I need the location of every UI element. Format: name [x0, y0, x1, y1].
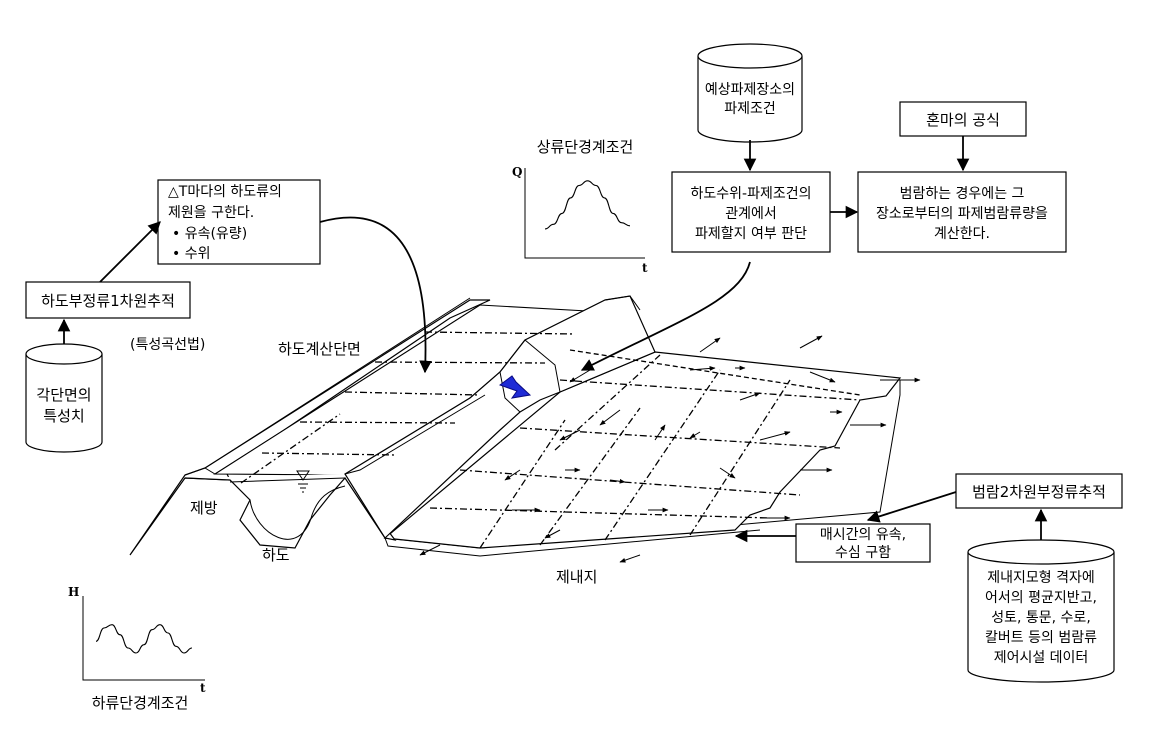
box-honma: 혼마의 공식 [899, 101, 1027, 137]
honma-label: 혼마의 공식 [926, 111, 1000, 129]
cylinder-floodplain-data: 제내지모형 격자에 어서의 평균지반고, 성토, 통문, 수로, 칼버트 등의 … [967, 539, 1115, 683]
channel-section-label: 하도계산단면 [278, 340, 361, 358]
downstream-series-line [95, 624, 193, 654]
overflow-calc-line-2: 장소로부터의 파제범람류량을 [876, 206, 1048, 222]
terrain-illustration [129, 295, 921, 563]
break-judgement-line-2: 관계에서 [725, 206, 777, 222]
channel-params-line-3: • 유속(유량) [172, 226, 247, 242]
downstream-t-axis-label: t [200, 681, 206, 695]
box-channel-params: △T마다의 하도류의 제원을 구한다. • 유속(유량) • 수위 [157, 179, 321, 265]
floodplain-label: 제내지 [556, 568, 597, 586]
break-judgement-line-1: 하도수위-파제조건의 [691, 186, 812, 202]
downstream-axes [82, 596, 205, 681]
velocity-depth-line-2: 수심 구함 [835, 545, 891, 561]
box-two-dim-tracking: 범람2차원부정류추적 [955, 473, 1123, 509]
downstream-boundary-chart: H t 하류단경계조건 [68, 585, 206, 712]
cylinder-break-site: 예상파제장소의 파제조건 [697, 43, 803, 143]
water-level-symbol [296, 470, 310, 493]
upstream-series-line [544, 180, 631, 230]
break-site-line-1: 예상파제장소의 [705, 82, 795, 98]
levee-label: 제방 [190, 499, 218, 517]
floodplain-data-line-3: 성토, 통문, 수로, [991, 610, 1091, 626]
floodplain-flow-arrows [419, 335, 921, 563]
breach-flow-arrow [498, 375, 532, 399]
downstream-chart-title: 하류단경계조건 [92, 694, 189, 712]
channel-params-line-2: 제원을 구한다. [168, 205, 254, 221]
river-label: 하도 [262, 546, 290, 564]
box-overflow-calc: 범람하는 경우에는 그 장소로부터의 파제범람류량을 계산한다. [857, 171, 1067, 253]
floodplain-data-line-5: 제어시설 데이터 [994, 650, 1089, 666]
break-site-line-2: 파제조건 [724, 101, 776, 117]
downstream-h-axis-label: H [68, 585, 79, 599]
box-break-judgement: 하도수위-파제조건의 관계에서 파제할지 여부 판단 [671, 171, 831, 253]
char-method-label: (특성곡선법) [130, 337, 205, 353]
box-velocity-depth: 매시간의 유속, 수심 구함 [795, 523, 931, 563]
upstream-axes [524, 168, 645, 259]
floodplain-plate [383, 351, 902, 549]
box-one-dim-tracking: 하도부정류1차원추적 [25, 281, 191, 319]
floodplain-data-line-2: 어서의 평균지반고, [985, 590, 1097, 606]
two-dim-tracking-label: 범람2차원부정류추적 [972, 483, 1106, 501]
cylinder-cross-section: 각단면의 특성치 [25, 343, 103, 453]
velocity-depth-line-1: 매시간의 유속, [820, 527, 906, 543]
connector-arrows [57, 136, 1048, 543]
overflow-calc-line-3: 계산한다. [934, 226, 990, 242]
break-judgement-line-3: 파제할지 여부 판단 [695, 226, 807, 242]
upstream-t-axis-label: t [642, 261, 648, 275]
upstream-chart-title: 상류단경계조건 [537, 138, 634, 156]
floodplain-data-line-1: 제내지모형 격자에 [987, 570, 1095, 586]
floodplain-data-line-4: 칼버트 등의 범람류 [985, 630, 1097, 646]
channel-params-line-4: • 수위 [172, 246, 210, 262]
one-dim-tracking-label: 하도부정류1차원추적 [41, 292, 175, 310]
channel-cross-section [184, 473, 397, 549]
cross-section-line-1: 각단면의 [36, 386, 91, 404]
cross-section-line-2: 특성치 [43, 407, 84, 425]
upstream-boundary-chart: 상류단경계조건 Q t [512, 138, 648, 275]
overflow-calc-line-1: 범람하는 경우에는 그 [900, 186, 1025, 202]
channel-params-line-1: △T마다의 하도류의 [168, 184, 282, 200]
upstream-q-axis-label: Q [512, 165, 522, 179]
